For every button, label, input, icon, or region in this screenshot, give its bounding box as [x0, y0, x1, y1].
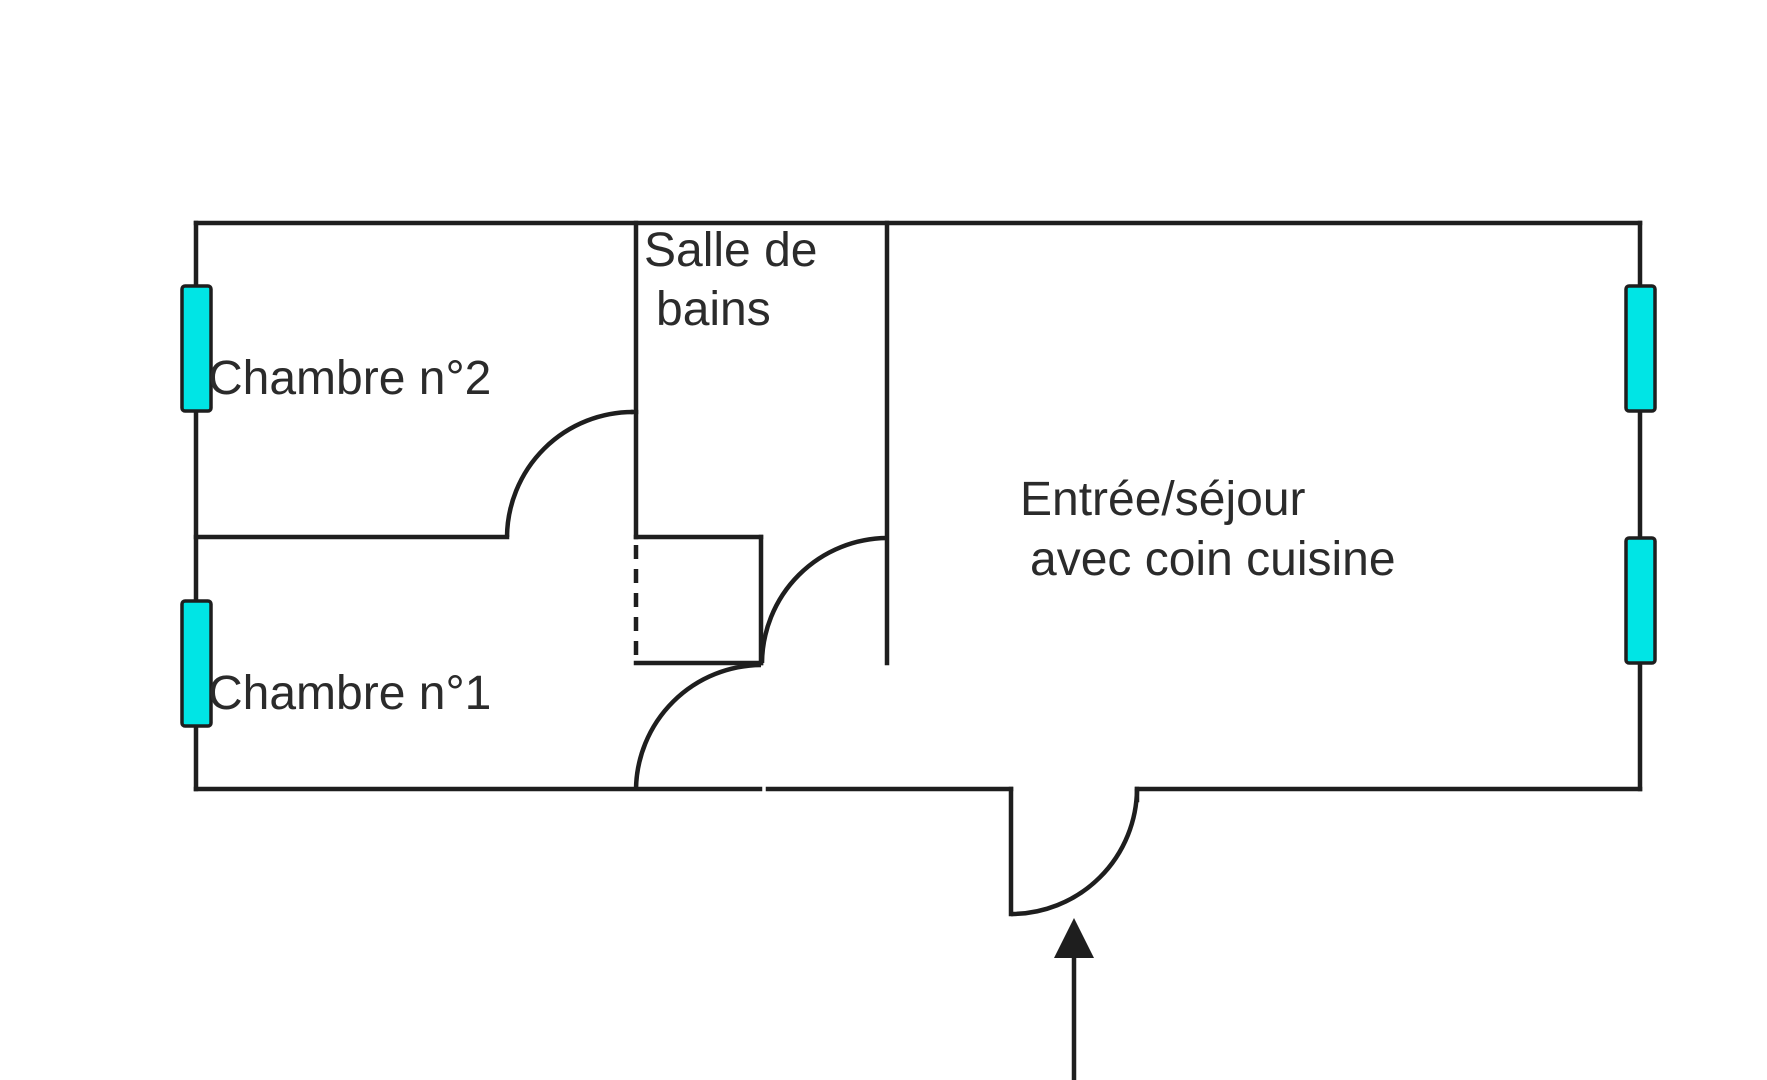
label-living-line-2: avec coin cuisine	[1030, 533, 1396, 586]
entrance-door-arc[interactable]	[1010, 788, 1140, 917]
label-bedroom-1: Chambre n°1	[208, 667, 491, 720]
door-bedroom-2-arc[interactable]	[504, 409, 634, 538]
label-living-line-1: Entrée/séjour	[1020, 473, 1306, 526]
windows	[180, 284, 1657, 728]
entrance	[1008, 786, 1140, 1080]
door-bedroom-1-arc[interactable]	[633, 662, 762, 790]
label-bathroom-line-2: bains	[656, 283, 771, 336]
window-bedroom-1	[180, 599, 213, 728]
door-bathroom-arc[interactable]	[759, 535, 888, 664]
interior-walls	[193, 220, 890, 666]
room-labels: Chambre n°2 Chambre n°1 Salle de bains E…	[208, 224, 1396, 720]
window-living-bottom	[1624, 536, 1657, 665]
entrance-arrow-icon	[1054, 918, 1094, 958]
window-bedroom-2	[180, 284, 213, 413]
window-living-top	[1624, 284, 1657, 413]
label-bathroom-line-1: Salle de	[644, 224, 817, 277]
doors	[504, 409, 888, 790]
label-bedroom-2: Chambre n°2	[208, 352, 491, 405]
